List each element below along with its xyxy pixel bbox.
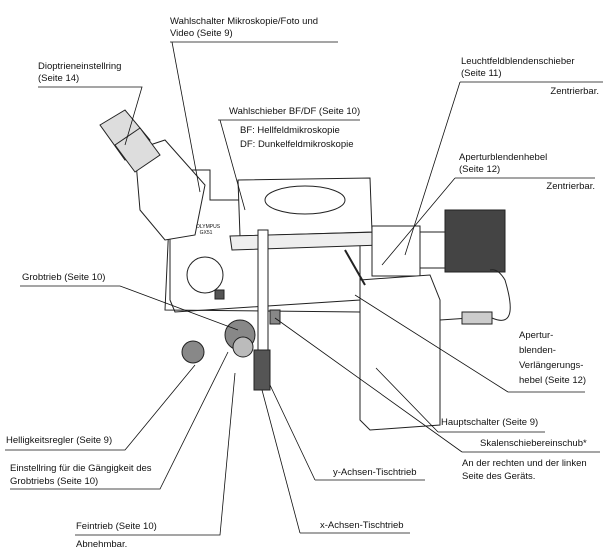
label-text: Video (Seite 9) bbox=[170, 28, 233, 39]
observation-tube bbox=[134, 139, 206, 241]
label-text: Seite des Geräts. bbox=[462, 471, 536, 482]
label-aperture-ext: Apertur-blenden- Verlängerungs-hebel (Sei… bbox=[519, 328, 586, 388]
label-df: DF: Dunkelfeldmikroskopie bbox=[240, 139, 354, 150]
label-x-stage: x-Achsen-Tischtrieb bbox=[320, 520, 404, 531]
label-aperture-lever-note: Zentrierbar. bbox=[546, 181, 595, 192]
label-text: Leuchtfeldblendenschieber bbox=[461, 56, 575, 67]
leader-lines bbox=[5, 41, 603, 536]
label-text: (Seite 14) bbox=[38, 73, 80, 84]
label-fine-note: Abnehmbar. bbox=[76, 539, 128, 550]
label-main-switch: Hauptschalter (Seite 9) bbox=[441, 417, 539, 428]
logo-brand: OLYMPUS bbox=[196, 224, 221, 230]
stage-drive-knob bbox=[253, 349, 271, 391]
filter-block bbox=[371, 225, 421, 277]
label-field-stop-note: Zentrierbar. bbox=[550, 86, 599, 97]
label-scale-slot: Skalenschiebereinschub* bbox=[480, 438, 587, 449]
scale-slot bbox=[269, 309, 281, 325]
aperture-ext-lever bbox=[344, 249, 366, 286]
label-text: Apertur- bbox=[519, 330, 554, 341]
label-text: An der rechten und der linken bbox=[462, 458, 587, 469]
label-coarse: Grobtrieb (Seite 10) bbox=[22, 272, 106, 283]
label-brightness: Helligkeitsregler (Seite 9) bbox=[6, 435, 113, 446]
label-text: Grobtriebs (Seite 10) bbox=[10, 476, 99, 487]
fine-knob bbox=[232, 336, 254, 358]
label-text: Wahlschalter Mikroskopie/Foto und bbox=[170, 16, 319, 27]
label-text: Verlängerungs- bbox=[519, 360, 584, 371]
label-text: Aperturblendenhebel bbox=[459, 152, 548, 163]
label-text: Einstellring für die Gängigkeit des bbox=[10, 463, 152, 474]
label-text: hebel (Seite 12) bbox=[519, 375, 587, 386]
lamp-housing bbox=[444, 209, 506, 273]
label-bf-df: Wahlschieber BF/DF (Seite 10) bbox=[229, 106, 361, 117]
stage-insert bbox=[264, 185, 346, 215]
label-bf: BF: Hellfeldmikroskopie bbox=[240, 125, 340, 136]
label-y-stage: y-Achsen-Tischtrieb bbox=[333, 467, 417, 478]
brightness-knob bbox=[181, 340, 205, 364]
label-fine: Feintrieb (Seite 10) bbox=[76, 521, 157, 532]
power-unit bbox=[359, 274, 441, 431]
logo-badge bbox=[186, 256, 224, 294]
logo-model: GX51 bbox=[199, 230, 213, 236]
label-diopter: Dioptrieneinstellring(Seite 14) bbox=[38, 61, 121, 85]
stage bbox=[237, 177, 373, 237]
label-text: (Seite 11) bbox=[461, 68, 502, 79]
label-text: blenden- bbox=[519, 345, 556, 356]
label-text: (Seite 12) bbox=[459, 164, 501, 175]
eyepiece-right bbox=[114, 127, 161, 173]
label-field-stop: Leuchtfeldblendenschieber(Seite 11) bbox=[461, 56, 575, 80]
label-aperture-lever: Aperturblendenhebel(Seite 12) bbox=[459, 152, 547, 176]
label-text: Dioptrieneinstellring bbox=[38, 61, 122, 72]
